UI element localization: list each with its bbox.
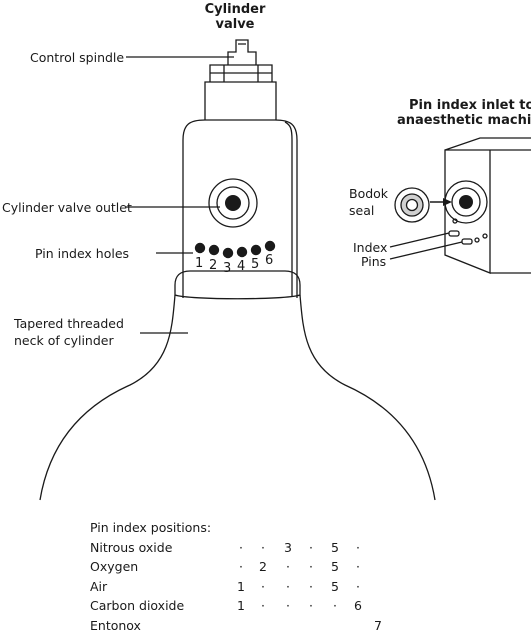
table-cell: · xyxy=(352,557,364,577)
bodok-line-1: Bodok xyxy=(349,185,388,202)
pin-index-table: Pin index positions: Nitrous oxide · · 3… xyxy=(90,518,390,635)
bodok-line-2: seal xyxy=(349,202,388,219)
tapered-neck-label: Tapered threaded neck of cylinder xyxy=(14,315,124,349)
inlet-hole-a xyxy=(453,219,457,223)
table-cell: 1 xyxy=(235,577,247,597)
inlet-port-center xyxy=(459,195,473,209)
table-heading: Pin index positions: xyxy=(90,518,390,538)
table-cell: · xyxy=(305,596,317,616)
valve-block-edge xyxy=(285,122,292,296)
arrow-head xyxy=(443,198,452,206)
table-cell: · xyxy=(305,557,317,577)
inlet-box xyxy=(445,138,531,273)
index-pin-2 xyxy=(462,239,472,244)
table-cell: 5 xyxy=(329,577,341,597)
pins-label: Pins xyxy=(361,254,386,269)
table-cell: · xyxy=(257,538,269,558)
pin-index-holes-label: Pin index holes xyxy=(35,246,129,261)
inlet-title-line-2: anaesthetic machine xyxy=(397,113,531,128)
table-row: Entonox 7 xyxy=(90,616,390,635)
cylinder-valve-title: Cylinder valve xyxy=(200,2,270,32)
gas-name: Entonox xyxy=(90,616,141,635)
table-cell: · xyxy=(257,577,269,597)
inlet-title: Pin index inlet to anaesthetic machine xyxy=(407,98,531,128)
table-cell: 5 xyxy=(329,538,341,558)
table-cell: · xyxy=(352,538,364,558)
pin-hole-4 xyxy=(237,247,247,257)
bodok-seal-label: Bodok seal xyxy=(349,185,388,219)
table-cell: · xyxy=(282,596,294,616)
hole-number-6: 6 xyxy=(265,253,273,268)
table-row: Nitrous oxide · · 3 · 5 · xyxy=(90,538,390,558)
table-cell: · xyxy=(257,596,269,616)
table-cell: 1 xyxy=(235,596,247,616)
table-cell: · xyxy=(235,557,247,577)
table-cell: · xyxy=(282,577,294,597)
table-row: Air 1 · · · 5 · xyxy=(90,577,390,597)
table-cell: · xyxy=(329,596,341,616)
tapered-neck-line-1: Tapered threaded xyxy=(14,315,124,332)
gas-name: Air xyxy=(90,577,107,597)
pin-hole-6 xyxy=(265,241,275,251)
table-row: Oxygen · 2 · · 5 · xyxy=(90,557,390,577)
table-cell: 5 xyxy=(329,557,341,577)
inlet-title-line-1: Pin index inlet to xyxy=(407,98,531,113)
control-spindle-label: Control spindle xyxy=(30,50,124,65)
pin-hole-5 xyxy=(251,245,261,255)
title-line-1: Cylinder xyxy=(200,2,270,17)
pin-hole-1 xyxy=(195,243,205,253)
table-cell: 7 xyxy=(372,616,384,635)
bodok-seal-hole xyxy=(407,200,418,211)
pin-hole-2 xyxy=(209,245,219,255)
gas-name: Oxygen xyxy=(90,557,138,577)
neck-collar xyxy=(175,271,300,299)
valve-upper-neck xyxy=(205,82,276,120)
hole-number-1: 1 xyxy=(195,256,203,271)
hole-number-3: 3 xyxy=(223,261,231,276)
tapered-neck-line-2: neck of cylinder xyxy=(14,332,124,349)
table-cell: · xyxy=(305,577,317,597)
valve-outlet-port xyxy=(225,195,241,211)
table-cell: · xyxy=(235,538,247,558)
table-cell: · xyxy=(305,538,317,558)
table-cell: · xyxy=(352,577,364,597)
valve-outlet-label: Cylinder valve outlet xyxy=(2,200,132,215)
control-spindle xyxy=(228,40,256,65)
spindle-nut xyxy=(210,65,272,82)
hole-number-5: 5 xyxy=(251,257,259,272)
index-pin-1 xyxy=(449,231,459,236)
title-line-2: valve xyxy=(200,17,270,32)
gas-name: Carbon dioxide xyxy=(90,596,184,616)
pin-hole-3 xyxy=(223,248,233,258)
hole-number-2: 2 xyxy=(209,258,217,273)
table-cell: · xyxy=(282,557,294,577)
table-row: Carbon dioxide 1 · · · · 6 xyxy=(90,596,390,616)
index-label: Index xyxy=(353,240,387,255)
hole-number-4: 4 xyxy=(237,259,245,274)
inlet-hole-b xyxy=(475,238,479,242)
table-cell: 6 xyxy=(352,596,364,616)
leader-index xyxy=(390,233,449,247)
table-cell: 3 xyxy=(282,538,294,558)
table-cell: 2 xyxy=(257,557,269,577)
inlet-hole-c xyxy=(483,234,487,238)
gas-name: Nitrous oxide xyxy=(90,538,172,558)
